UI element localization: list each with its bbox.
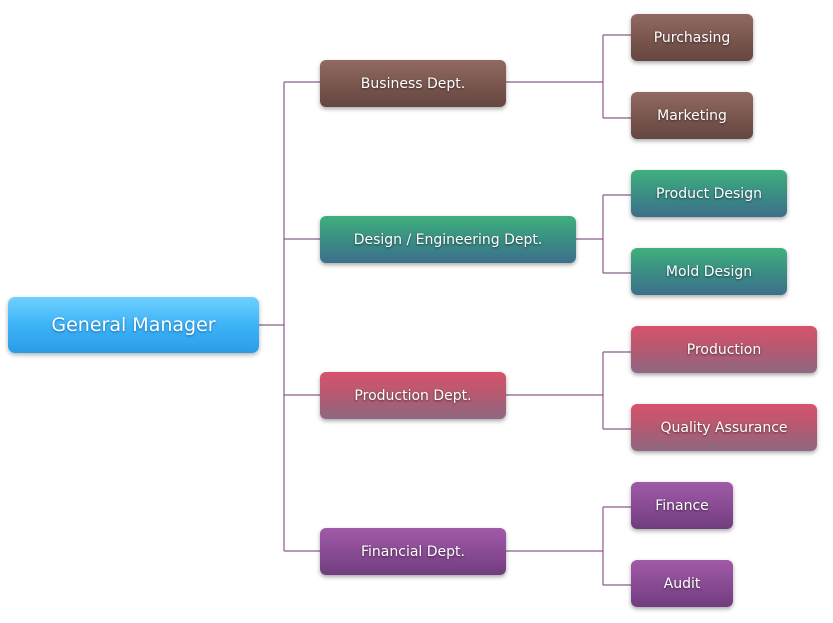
node-label: Audit (663, 575, 701, 592)
node-design-engineering-dept[interactable]: Design / Engineering Dept. (320, 216, 576, 263)
node-label: Marketing (657, 107, 727, 124)
node-product-design[interactable]: Product Design (631, 170, 787, 217)
node-label: Design / Engineering Dept. (353, 231, 543, 248)
node-production[interactable]: Production (631, 326, 817, 373)
node-production-dept[interactable]: Production Dept. (320, 372, 506, 419)
node-label: Product Design (656, 185, 762, 202)
node-label: Purchasing (653, 29, 731, 46)
node-business-dept[interactable]: Business Dept. (320, 60, 506, 107)
node-label: Quality Assurance (660, 419, 788, 436)
node-label: Mold Design (665, 263, 753, 280)
node-finance[interactable]: Finance (631, 482, 733, 529)
node-general-manager[interactable]: General Manager (8, 297, 259, 353)
node-mold-design[interactable]: Mold Design (631, 248, 787, 295)
node-marketing[interactable]: Marketing (631, 92, 753, 139)
node-label: Finance (655, 497, 709, 514)
node-label: General Manager (51, 314, 216, 336)
node-label: Business Dept. (360, 75, 466, 92)
node-label: Financial Dept. (361, 543, 465, 560)
node-financial-dept[interactable]: Financial Dept. (320, 528, 506, 575)
node-purchasing[interactable]: Purchasing (631, 14, 753, 61)
node-quality-assurance[interactable]: Quality Assurance (631, 404, 817, 451)
node-label: Production Dept. (354, 387, 472, 404)
node-label: Production (686, 341, 762, 358)
node-audit[interactable]: Audit (631, 560, 733, 607)
